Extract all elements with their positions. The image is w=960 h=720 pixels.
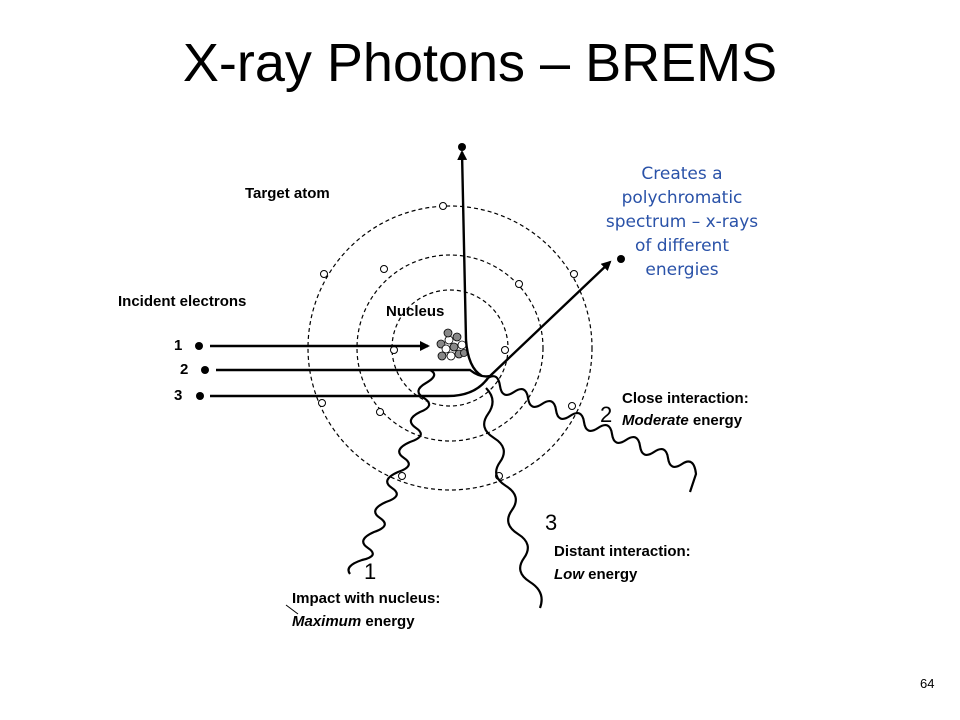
orbital-electron — [570, 270, 578, 278]
electron-number-1: 1 — [174, 337, 182, 354]
impact-nucleus-rest: energy — [361, 613, 415, 630]
orbital-electron — [439, 202, 447, 210]
close-interaction-energy: Moderate energy — [622, 412, 743, 429]
slide-number: 64 — [920, 676, 935, 691]
orbital-electron — [515, 280, 523, 288]
impact-nucleus-heading: Impact with nucleus: — [292, 590, 440, 607]
outer-shell — [307, 205, 593, 491]
orbital-electron — [320, 270, 328, 278]
orbital-electron — [398, 472, 406, 480]
close-interaction-rest: energy — [689, 412, 743, 429]
nucleus-cluster — [436, 328, 468, 361]
scattered-electron-dot-right — [617, 255, 625, 263]
impact-nucleus-emph: Maximum — [292, 613, 361, 630]
photon-number-1: 1 — [364, 559, 376, 584]
distant-interaction-emph: Low — [554, 566, 585, 583]
photon-wave-2 — [487, 375, 698, 493]
incident-electron-1 — [195, 342, 203, 350]
incident-electrons-label: Incident electrons — [118, 293, 246, 310]
orbital-electron — [376, 408, 384, 416]
orbital-electron — [501, 346, 509, 354]
close-interaction-emph: Moderate — [622, 412, 689, 429]
photon-wave-3 — [483, 387, 543, 609]
deflected-path-1 — [457, 150, 483, 378]
middle-shell — [356, 254, 544, 442]
orbital-electron — [390, 346, 398, 354]
slide-title: X-ray Photons – BREMS — [182, 33, 778, 93]
distant-interaction-energy: Low energy — [554, 566, 638, 583]
distant-interaction-rest: energy — [584, 566, 638, 583]
orbital-electron — [318, 399, 326, 407]
nucleus-label: Nucleus — [386, 303, 444, 320]
electron-number-2: 2 — [180, 361, 188, 378]
photon-number-3: 3 — [545, 510, 557, 535]
polychromatic-callout: Creates a polychromatic spectrum – x-ray… — [605, 164, 759, 280]
orbital-electrons — [318, 202, 578, 480]
photon-number-2: 2 — [600, 402, 612, 427]
scattered-electron-dot-up — [458, 143, 466, 151]
close-interaction-heading: Close interaction: — [622, 390, 749, 407]
orbital-electron — [380, 265, 388, 273]
orbital-electron — [568, 402, 576, 410]
electron-number-3: 3 — [174, 387, 182, 404]
incident-electron-3 — [196, 392, 204, 400]
incident-path-3 — [210, 377, 489, 398]
impact-nucleus-energy: Maximum energy — [292, 613, 415, 630]
incident-electron-dots — [195, 342, 209, 400]
distant-interaction-heading: Distant interaction: — [554, 543, 691, 560]
impact-leader-line — [285, 604, 299, 615]
photon-wave-1 — [347, 369, 436, 575]
target-atom-label: Target atom — [245, 185, 330, 202]
incident-electron-2 — [201, 366, 209, 374]
